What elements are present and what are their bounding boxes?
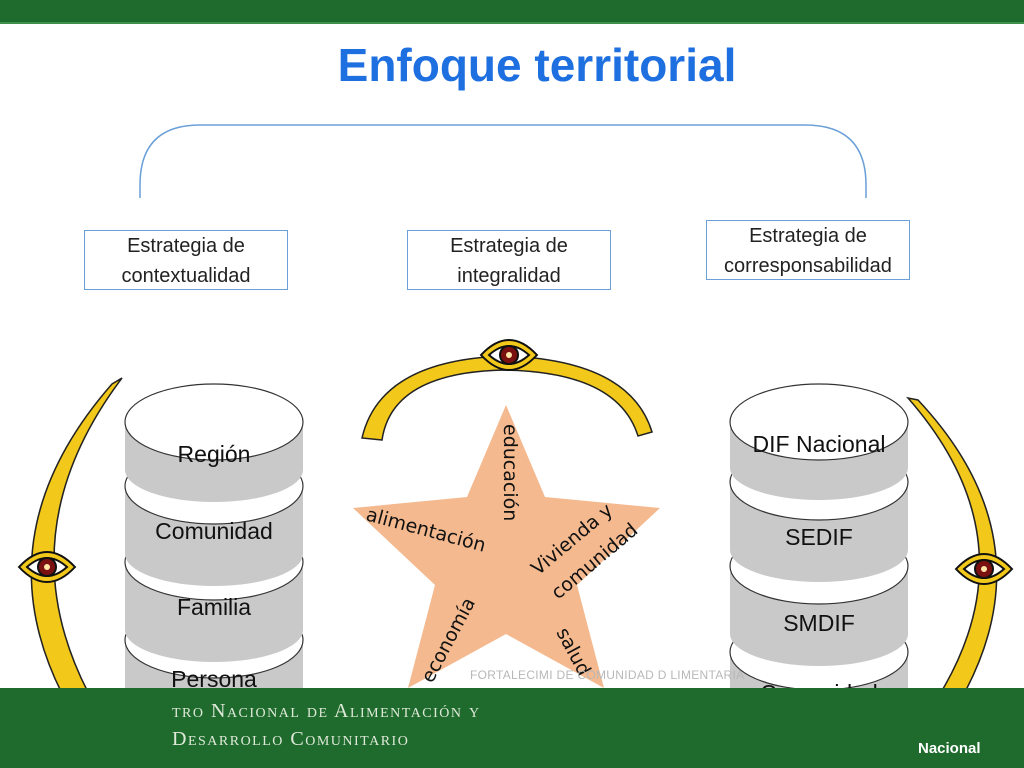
strategy-label: contextualidad xyxy=(121,265,251,287)
strategy-label: Estrategia de xyxy=(749,225,867,247)
strategy-bracket xyxy=(139,124,867,198)
strategy-box-corresponsabilidad: Estrategia de corresponsabilidad xyxy=(706,220,910,280)
eye-icon xyxy=(18,551,76,583)
cylinder-label-familia: Familia xyxy=(176,594,252,620)
strategy-label: Estrategia de xyxy=(450,235,568,257)
left-cylinder-stack xyxy=(124,383,304,742)
footer-org-line1: tro Nacional de Alimentación y xyxy=(172,700,481,722)
strategy-label: corresponsabilidad xyxy=(724,255,892,277)
cylinder-label-smdif: SMDIF xyxy=(783,610,855,636)
eye-icon xyxy=(955,553,1013,585)
cylinder-label-comunidad: Comunidad xyxy=(155,518,273,544)
cylinder-label-region: Región xyxy=(177,441,251,467)
center-arc-arrow xyxy=(361,355,653,441)
strategy-box-contextualidad: Estrategia de contextualidad xyxy=(84,230,288,290)
strategy-label: Estrategia de xyxy=(127,235,245,257)
strategy-box-integralidad: Estrategia de integralidad xyxy=(407,230,611,290)
top-bar xyxy=(0,0,1024,24)
footer-org-line2: Desarrollo Comunitario xyxy=(172,728,410,750)
footer-band xyxy=(0,688,1024,768)
page-title: Enfoque territorial xyxy=(337,39,737,91)
cylinder-label-persona: Persona xyxy=(171,666,257,692)
star-word-top: educación xyxy=(499,424,521,521)
footer-watermark: FORTALECIMI DE COMUNIDAD D LIMENTARIA xyxy=(470,668,745,682)
strategy-label: integralidad xyxy=(457,265,561,287)
dif-logo-label: Nacional xyxy=(918,740,981,757)
cylinder-label-sedif: SEDIF xyxy=(785,524,853,550)
cylinder-label-dif-nacional: DIF Nacional xyxy=(752,431,886,457)
themes-star xyxy=(353,405,660,688)
